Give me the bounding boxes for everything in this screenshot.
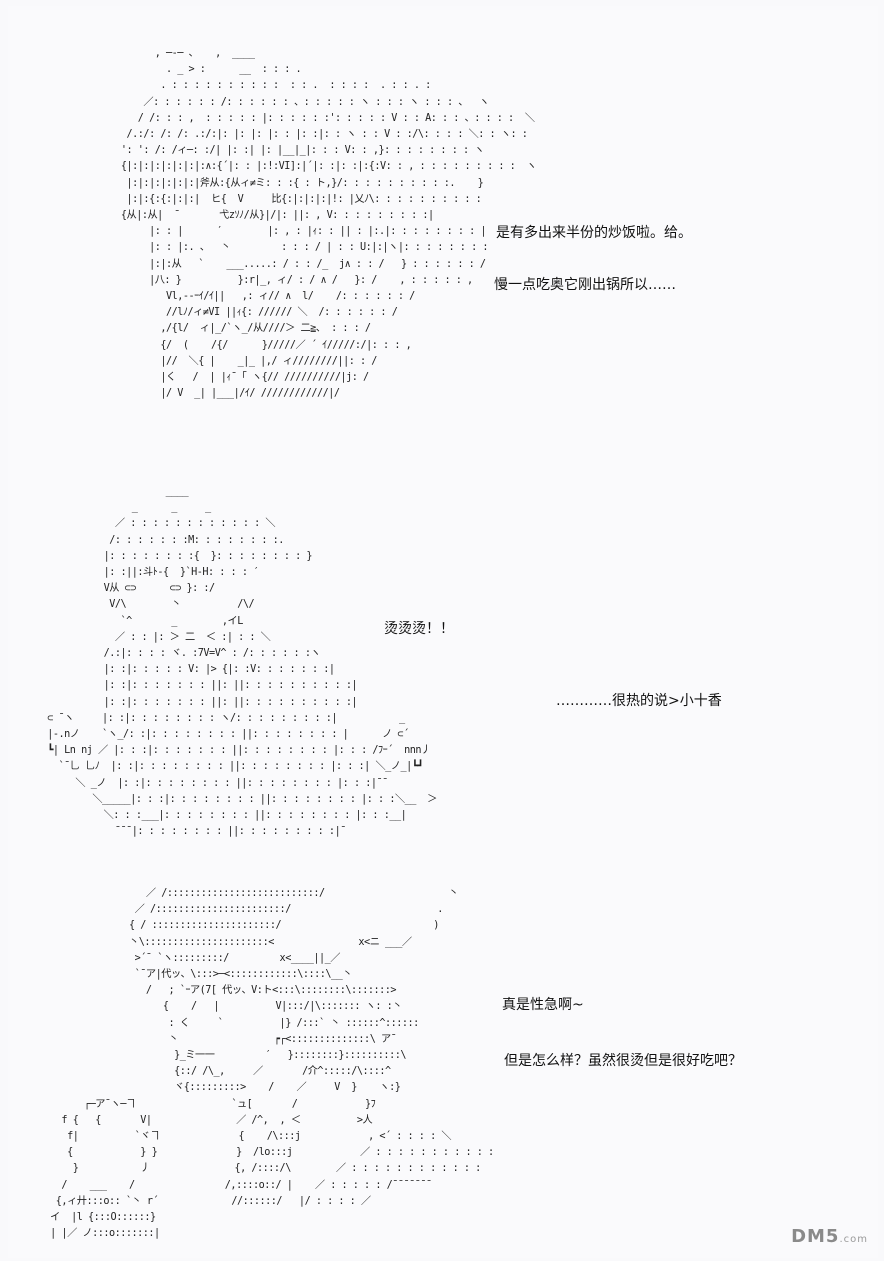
- comic-page: , ─‐─ 、 , ____ . _ > : __ : : : . . : : …: [8, 6, 878, 1258]
- caption-tasty-question: 但是怎么样？虽然很烫但是很好吃吧？: [504, 1053, 742, 1069]
- caption-very-hot: …………很热的说>小十香: [556, 693, 722, 709]
- caption-hot-hot-hot: 烫烫烫！！: [384, 621, 454, 637]
- watermark-brand: DM5: [791, 1226, 840, 1247]
- site-watermark-logo: DM5.com: [791, 1226, 868, 1247]
- ascii-art-middle-figure: ____ _ _ _ ／ : : : : : : : : : : : : ＼ /…: [47, 486, 437, 838]
- ascii-art-top-figure: , ─‐─ 、 , ____ . _ > : __ : : : . . : : …: [120, 48, 537, 400]
- ascii-art-bottom-figures: ／ /:::::::::::::::::::::::::::/ 丶 ／ /:::…: [50, 888, 494, 1240]
- caption-serving-fried-rice: 是有多出来半份的炒饭啦。给。: [496, 225, 692, 241]
- watermark-suffix: .com: [839, 1234, 868, 1245]
- caption-eat-slowly: 慢一点吃奥它刚出锅所以……: [494, 277, 676, 293]
- caption-impatient: 真是性急啊~: [502, 997, 584, 1013]
